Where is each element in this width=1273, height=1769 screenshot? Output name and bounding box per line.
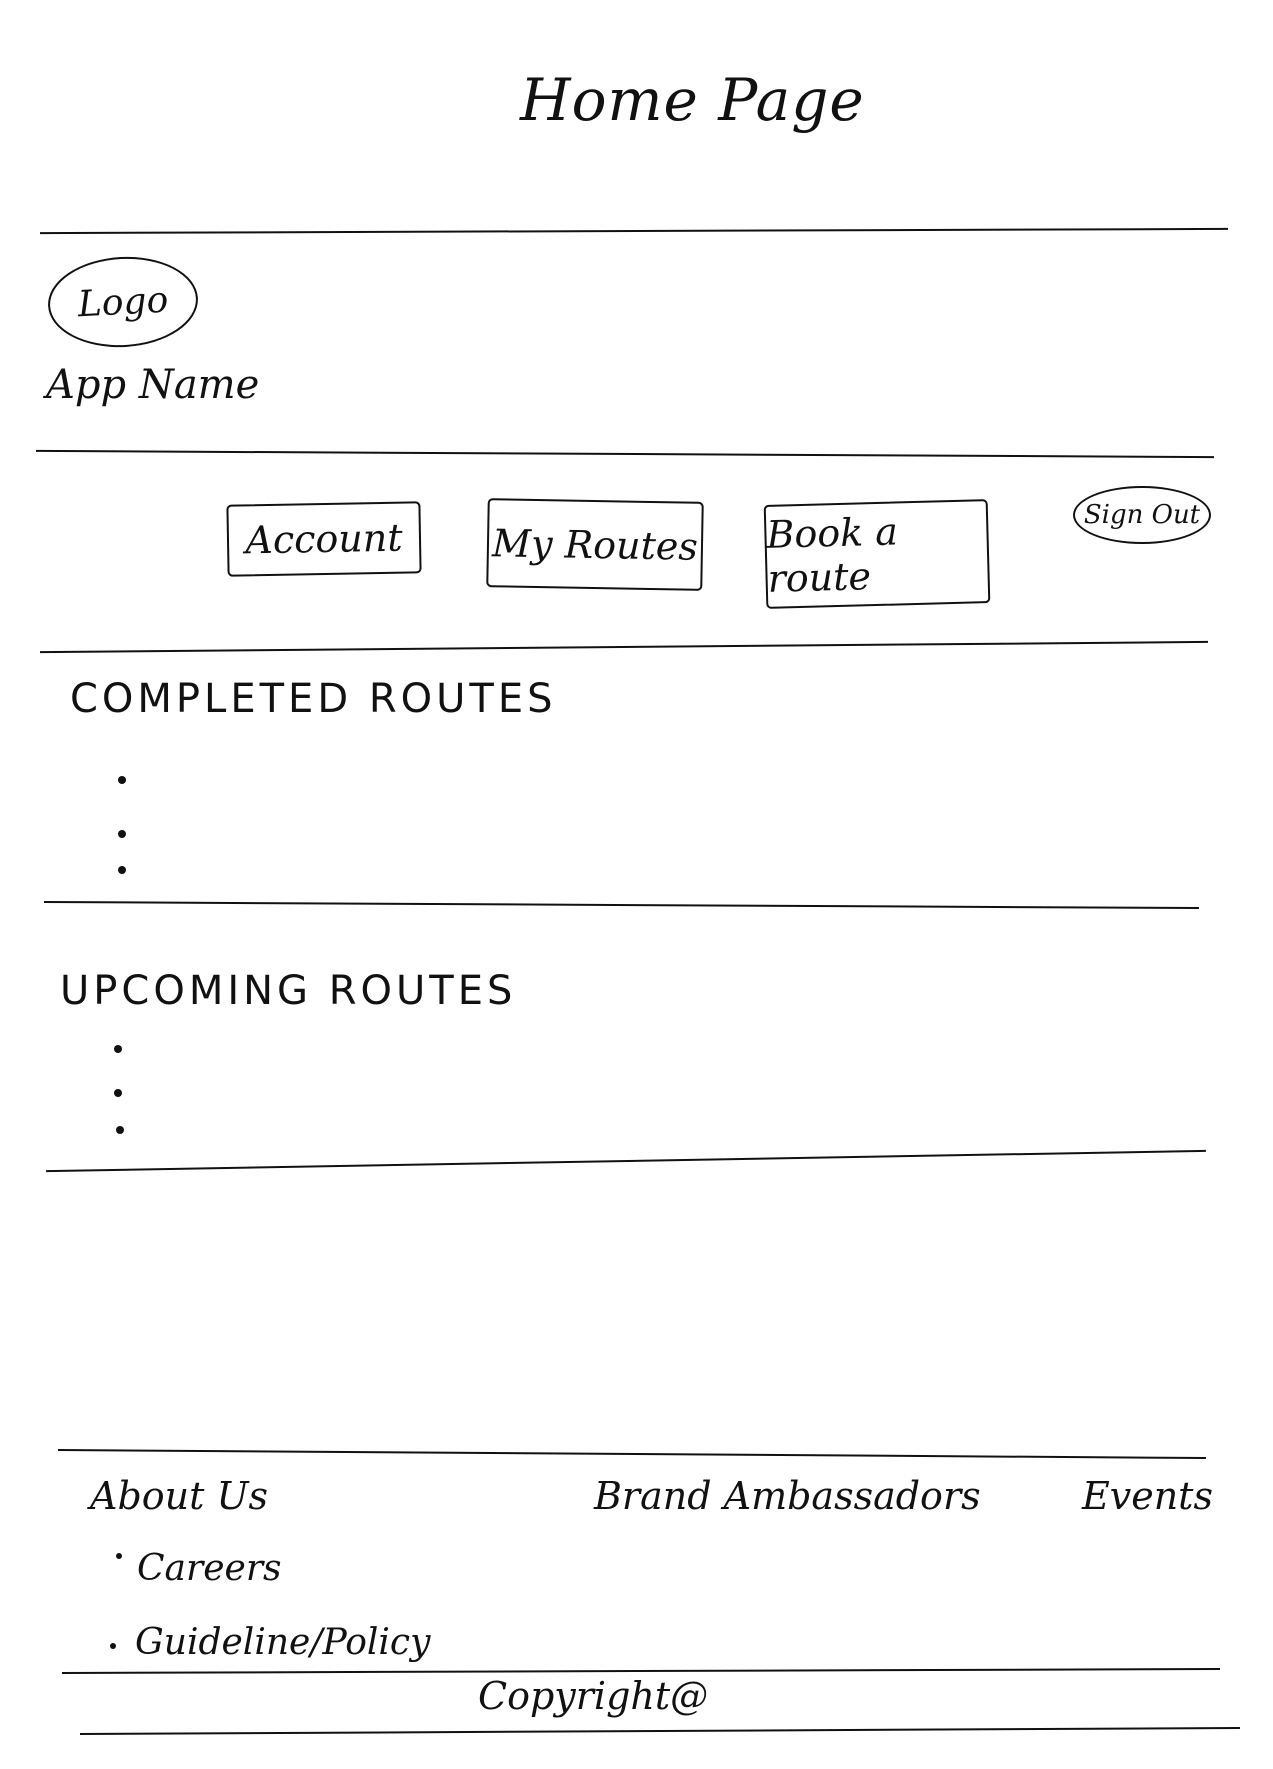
divider — [40, 227, 1228, 235]
divider — [80, 1726, 1240, 1736]
list-item — [118, 776, 126, 784]
divider — [46, 1149, 1206, 1173]
list-item — [114, 1089, 122, 1097]
divider — [36, 449, 1214, 459]
divider — [58, 1448, 1206, 1460]
list-bullet — [116, 1553, 122, 1559]
list-item — [116, 1126, 124, 1134]
list-item — [118, 866, 126, 874]
footer-brand-ambassadors-link[interactable]: Brand Ambassadors — [594, 1474, 981, 1518]
sign-out-button[interactable]: Sign Out — [1073, 486, 1211, 544]
footer-careers-link[interactable]: Careers — [137, 1548, 282, 1589]
list-bullet — [110, 1643, 116, 1649]
copyright-text: Copyright@ — [478, 1674, 709, 1718]
divider — [40, 640, 1208, 654]
footer-guideline-policy-link[interactable]: Guideline/Policy — [135, 1622, 431, 1663]
footer-about-us-link[interactable]: About Us — [90, 1474, 268, 1518]
completed-routes-heading: COMPLETED ROUTES — [70, 676, 557, 722]
nav-my-routes-button[interactable]: My Routes — [486, 498, 704, 591]
list-item — [118, 830, 126, 838]
divider — [44, 900, 1199, 910]
logo: Logo — [45, 253, 201, 351]
nav-account-button[interactable]: Account — [226, 501, 422, 577]
nav-book-route-button[interactable]: Book a route — [763, 499, 991, 609]
page-title: Home Page — [520, 66, 865, 134]
upcoming-routes-heading: UPCOMING ROUTES — [60, 968, 517, 1014]
list-item — [114, 1045, 122, 1053]
app-name: App Name — [46, 362, 260, 408]
footer-events-link[interactable]: Events — [1082, 1474, 1213, 1518]
